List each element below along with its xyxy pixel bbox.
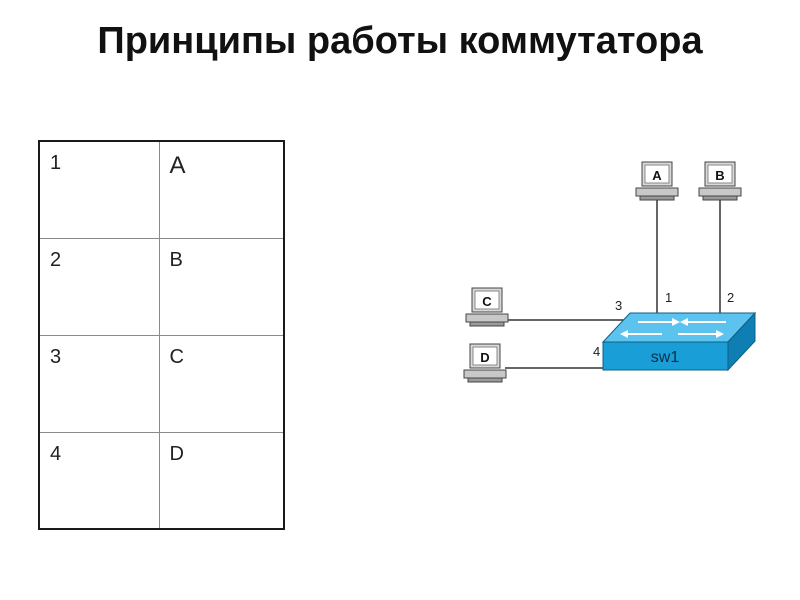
host-cell: C [158, 334, 285, 433]
computer-icon-c: C [465, 287, 509, 327]
host-label-c: C [482, 294, 492, 309]
host-cell: D [158, 431, 285, 530]
port-cell: 2 [38, 237, 160, 336]
computer-icon-a: A [635, 161, 679, 201]
port-cell: 4 [38, 431, 160, 530]
port-cell: 1 [38, 140, 160, 239]
host-cell: A [158, 140, 285, 239]
table-row: 2 B [38, 237, 285, 336]
table-row: 3 C [38, 334, 285, 433]
port-label-4: 4 [593, 344, 600, 359]
port-cell: 3 [38, 334, 160, 433]
host-cell: B [158, 237, 285, 336]
host-label-b: B [715, 168, 724, 183]
table-row: 1 A [38, 140, 285, 239]
computer-icon-d: D [463, 343, 507, 383]
host-label-d: D [480, 350, 489, 365]
port-label-2: 2 [727, 290, 734, 305]
switch-icon: sw1 [601, 311, 757, 372]
host-label-a: A [652, 168, 662, 183]
switch-label: sw1 [651, 349, 680, 366]
table-row: 4 D [38, 431, 285, 530]
port-label-3: 3 [615, 298, 622, 313]
port-label-1: 1 [665, 290, 672, 305]
mac-address-table: 1 A 2 B 3 C 4 D [38, 140, 285, 530]
network-diagram: 1 2 3 4 sw1 A B C [463, 161, 757, 383]
slide-title: Принципы работы коммутатора [97, 20, 703, 62]
computer-icon-b: B [698, 161, 742, 201]
